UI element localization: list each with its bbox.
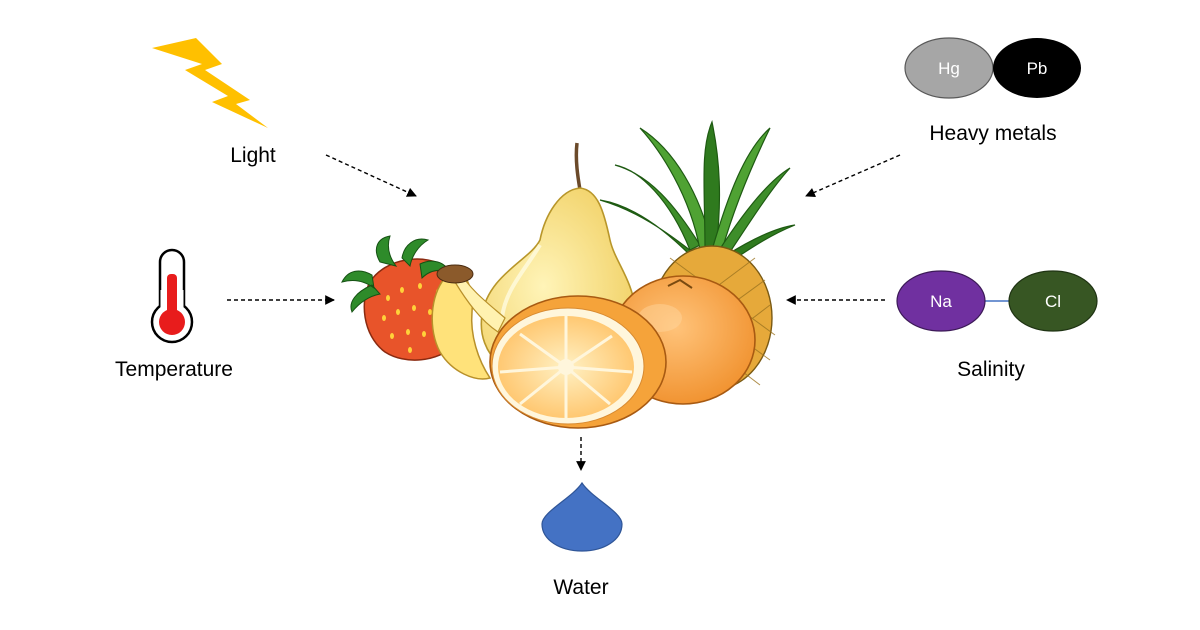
heavy-metals-label: Heavy metals <box>929 122 1056 145</box>
banana <box>431 264 506 380</box>
hg-atom-label: Hg <box>938 59 960 78</box>
cl-atom <box>1008 270 1098 332</box>
salinity-factor: Na Cl Salinity <box>786 270 1098 381</box>
heavy-metals-factor: Hg Pb Heavy metals <box>805 37 1081 197</box>
lightning-bolt-icon <box>152 38 268 128</box>
water-factor: Water <box>541 437 623 599</box>
temperature-factor: Temperature <box>115 248 335 381</box>
light-factor: Light <box>152 38 417 197</box>
water-label: Water <box>553 576 608 599</box>
light-label: Light <box>230 144 276 167</box>
water-drop-icon <box>541 481 623 552</box>
na-atom <box>896 270 986 332</box>
cl-atom-label: Cl <box>1045 292 1061 311</box>
salinity-label: Salinity <box>957 358 1025 381</box>
na-atom-label: Na <box>930 292 952 311</box>
temperature-label: Temperature <box>115 358 233 381</box>
thermometer-icon <box>150 248 194 344</box>
light-arrow <box>325 154 417 197</box>
orange-slice <box>489 295 667 429</box>
fruit-cluster-illustration <box>341 120 796 429</box>
pineapple-crown <box>599 120 796 263</box>
heavy-metals-arrow <box>805 154 901 197</box>
pb-atom-label: Pb <box>1027 59 1048 78</box>
pb-atom <box>993 38 1081 98</box>
